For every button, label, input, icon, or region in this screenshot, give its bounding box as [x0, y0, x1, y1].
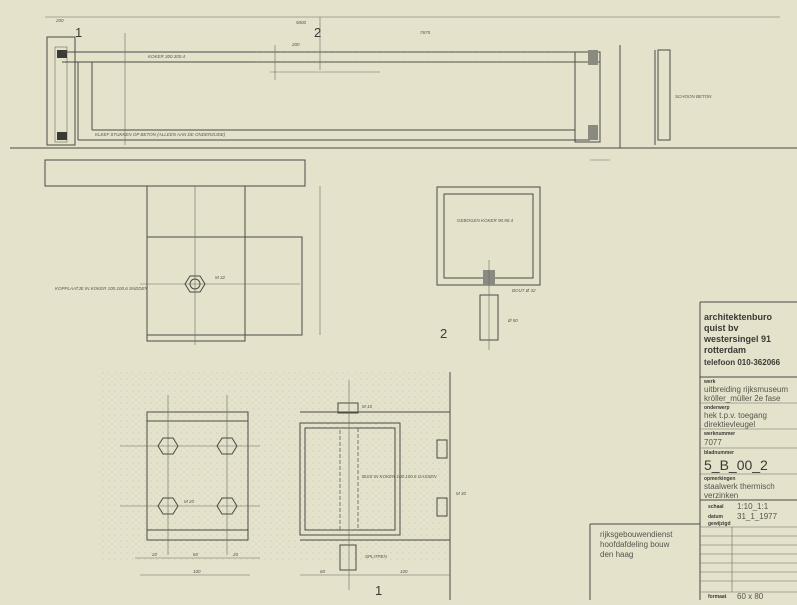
werknummer-label: werknummer	[703, 431, 735, 437]
gate-elevation: 1 2 5000 7675 200 200 KOKER 300.300.4 KL…	[10, 16, 797, 161]
datum-value: 31_1_1977	[737, 512, 778, 521]
werk-line-1: uitbreiding rijksmuseum	[704, 385, 788, 394]
note-tube: KOKER 300.300.4	[148, 54, 186, 59]
werknummer-value: 7077	[704, 438, 722, 447]
client-line-3: den haag	[600, 550, 633, 559]
dim-c: 20	[232, 552, 239, 557]
opmerkingen-label: opmerkingen	[704, 476, 735, 482]
dim-post: 200	[55, 18, 64, 23]
gewijzigd-label: gewijzigd	[708, 521, 731, 527]
section-1-detail: M 20 20 60 20 100 M 10 M 30 SPLITPEN BUI…	[100, 372, 467, 600]
section-marker-2: 2	[314, 25, 321, 40]
dim-small: 200	[291, 42, 300, 47]
section-label-2: 2	[440, 326, 447, 341]
opmerkingen-line-2: verzinken	[704, 491, 738, 500]
client-line-2: hoofdafdeling bouw	[600, 540, 670, 549]
label-phi50: Ø 50	[507, 318, 518, 323]
bolt-heads	[157, 437, 238, 515]
client-block: rijksgebouwendienst hoofdafdeling bouw d…	[589, 523, 700, 600]
note-bolt-tube: BUIS IN KOKER 100.100.6 GASSEN	[362, 474, 437, 479]
label-m20: M 20	[184, 499, 195, 504]
dim-total: 100	[193, 569, 201, 574]
onderwerp-label: onderwerp	[704, 405, 730, 411]
note-plate: KOPPLAATJE IN KOKER 100.100.6 SNEDEN	[55, 286, 148, 291]
office-street: westersingel 91	[703, 334, 771, 344]
onderwerp-line-2: direktievleugel	[704, 420, 755, 429]
opmerkingen-line-1: staalwerk thermisch	[704, 482, 775, 491]
formaat-label: formaat	[708, 594, 727, 600]
dim-a: 20	[151, 552, 158, 557]
dim-overall: 5000	[296, 20, 307, 25]
section-marker-1: 1	[75, 25, 82, 40]
label-m32: M 32	[215, 275, 226, 280]
section-2-detail: 2 GEBOGEN KOKER 90.90.4 BOUT Ø 32 Ø 50	[436, 186, 541, 350]
werk-label: werk	[703, 379, 716, 385]
title-block: architektenburo quist bv westersingel 91…	[699, 301, 797, 601]
label-m10: M 10	[362, 404, 373, 409]
bladnummer-label: bladnummer	[704, 450, 734, 456]
formaat-value: 60 x 80	[737, 592, 764, 600]
office-phone: telefoon 010-362066	[704, 358, 781, 367]
client-line-1: rijksgebouwendienst	[600, 530, 673, 539]
werk-line-2: kröller_müller 2e fase	[704, 394, 781, 403]
hex-nut-icon	[184, 275, 206, 293]
bladnummer-value: 5_B_00_2	[704, 457, 768, 473]
dim-d: 60	[320, 569, 326, 574]
note-section2-tube: GEBOGEN KOKER 90.90.4	[457, 218, 514, 223]
note-anchor: KLEEF STUKKEN OP BETON (ALLEEN AAN DE ON…	[95, 132, 226, 137]
office-company: quist bv	[704, 323, 739, 333]
office-city: rotterdam	[704, 345, 746, 355]
dim-b: 60	[193, 552, 199, 557]
section-label-1: 1	[375, 583, 382, 598]
schaal-label: schaal	[708, 504, 724, 510]
dim-span: 7675	[420, 30, 431, 35]
schaal-value: 1:10_1:1	[737, 502, 769, 511]
note-splitpen: SPLITPEN	[365, 554, 388, 559]
note-wall: SCHOON BETON	[675, 94, 712, 99]
datum-label: datum	[708, 514, 724, 520]
dim-e: 100	[400, 569, 408, 574]
office-name: architektenburo	[704, 312, 773, 322]
onderwerp-line-1: hek t.p.v. toegang	[704, 411, 767, 420]
label-m30: M 30	[456, 491, 467, 496]
note-section2-pin: BOUT Ø 32	[512, 288, 536, 293]
plate-detail: M 32 KOPPLAATJE IN KOKER 100.100.6 SNEDE…	[44, 159, 321, 345]
